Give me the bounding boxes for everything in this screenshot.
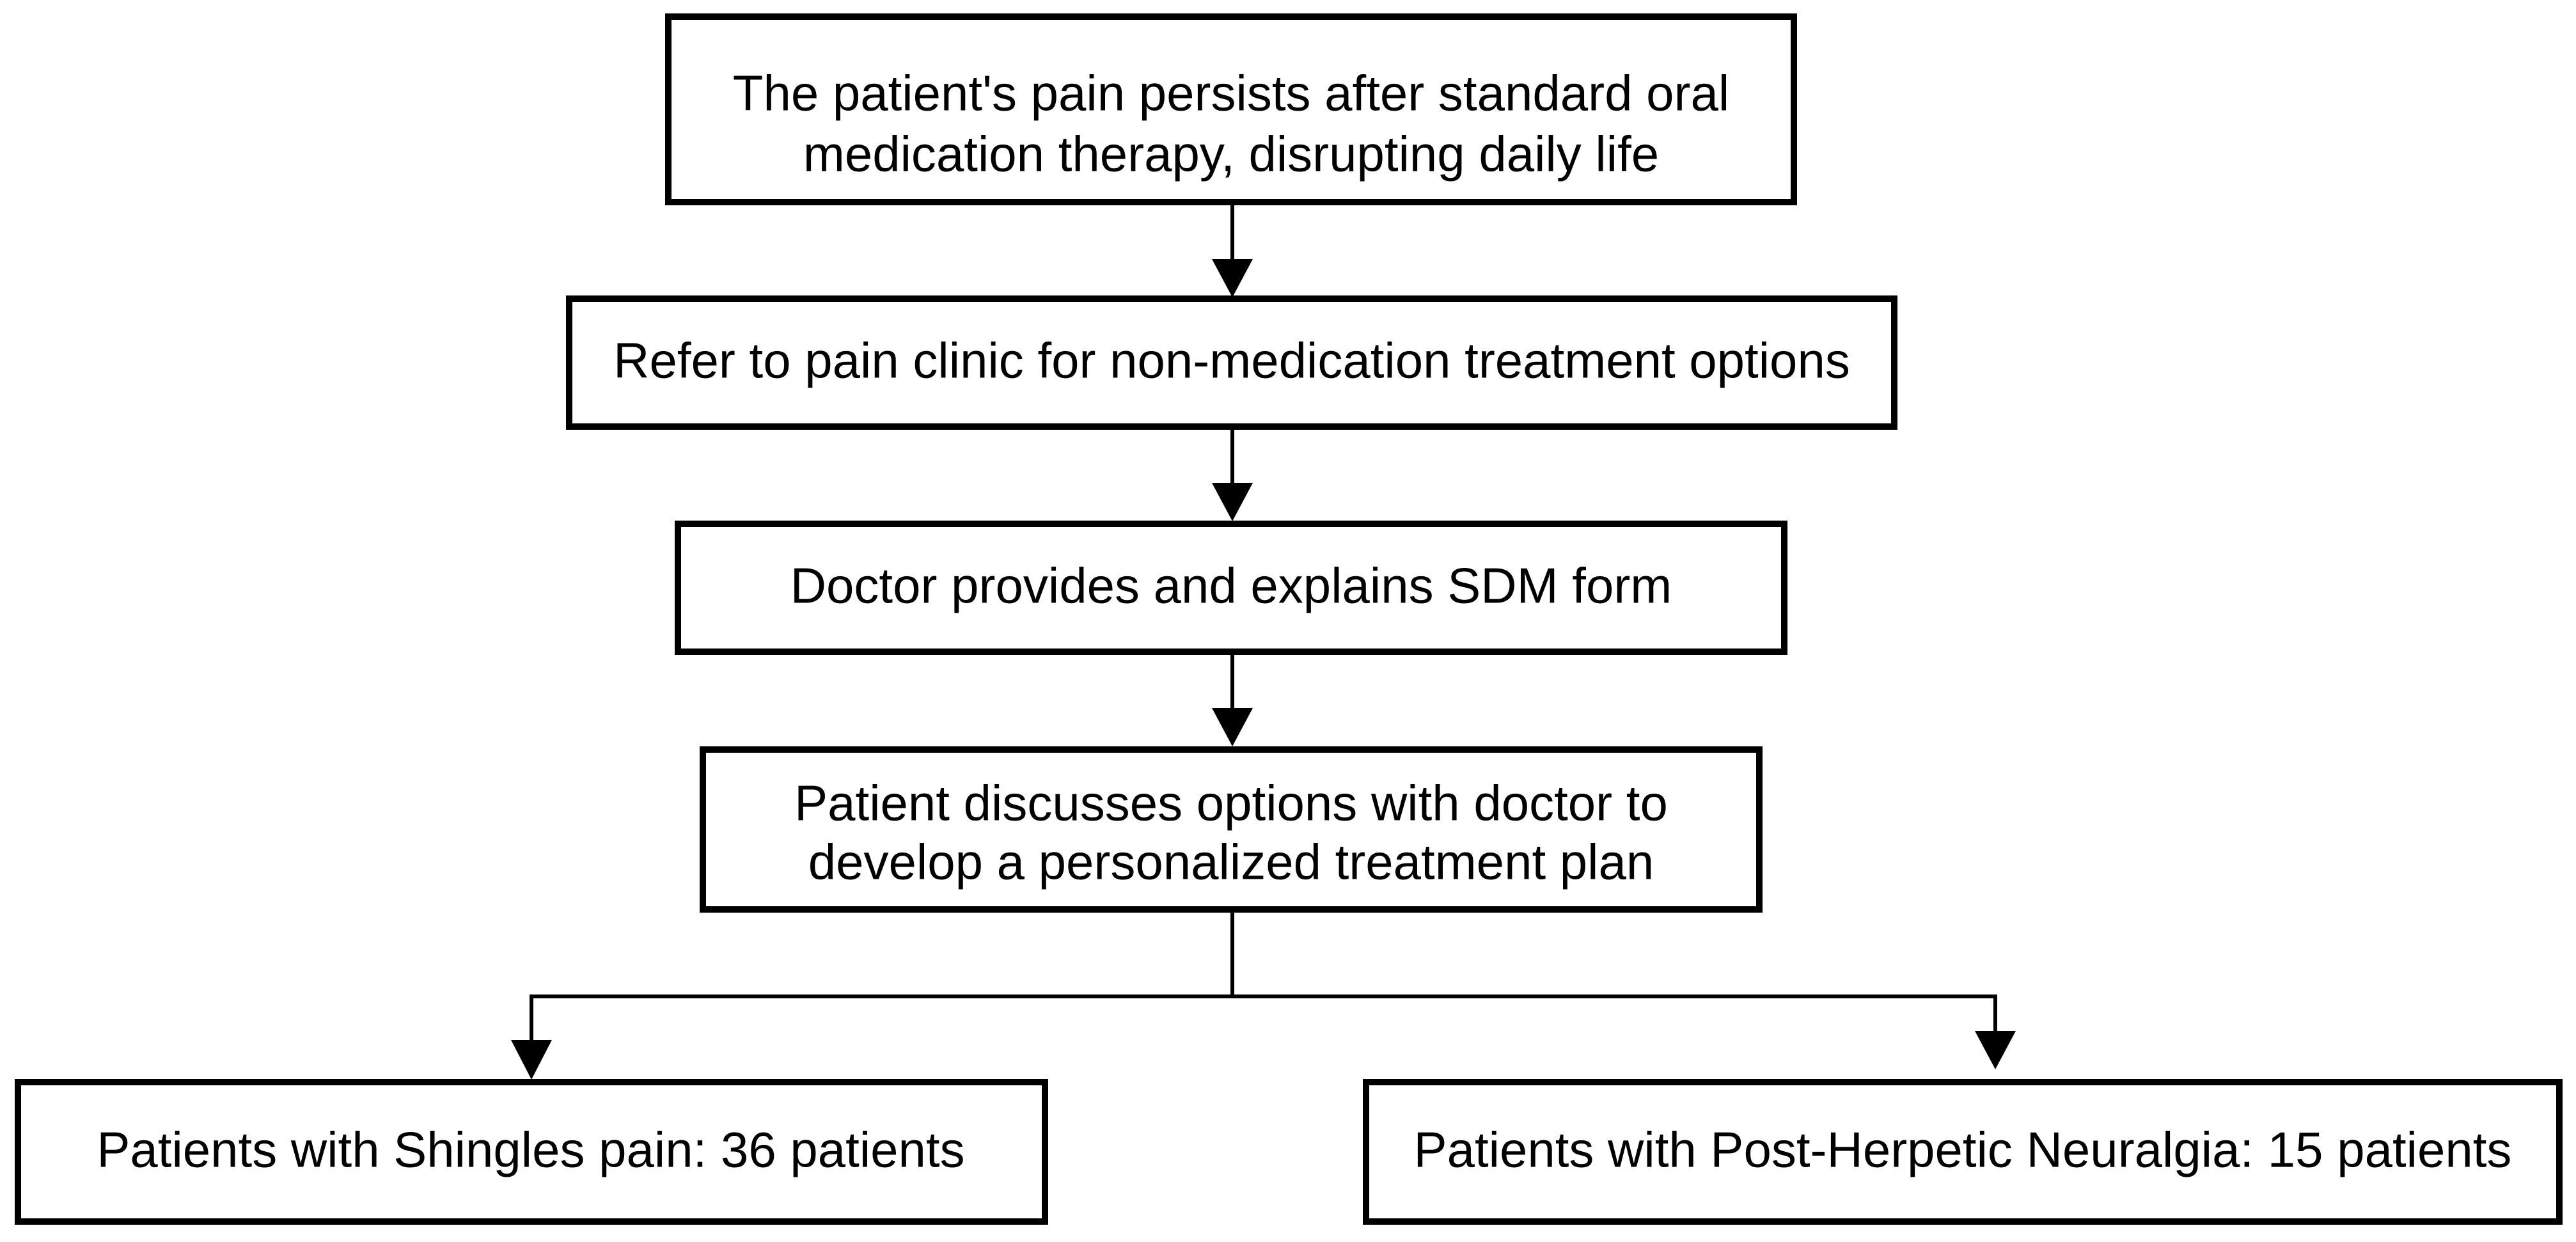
node-post-herpetic-neuralgia-patients-text: Patients with Post-Herpetic Neuralgia: 1…	[1414, 1122, 2512, 1178]
node-pain-persists-line-1: The patient's pain persists after standa…	[733, 65, 1729, 122]
node-shingles-pain-patients-text: Patients with Shingles pain: 36 patients	[97, 1122, 964, 1178]
node-pain-persists-line-2: medication therapy, disrupting daily lif…	[803, 126, 1659, 182]
node-doctor-sdm-form: Doctor provides and explains SDM form	[675, 521, 1787, 655]
arrowhead-icon	[511, 1040, 552, 1080]
node-refer-pain-clinic-text: Refer to pain clinic for non-medication …	[613, 333, 1850, 389]
connector-step2-to-step3	[1212, 428, 1253, 521]
node-refer-pain-clinic: Refer to pain clinic for non-medication …	[566, 295, 1897, 430]
arrowhead-icon	[1212, 708, 1253, 746]
node-patient-discusses-options-line-1: Patient discusses options with doctor to	[794, 775, 1668, 831]
node-patient-discusses-options-line-2: develop a personalized treatment plan	[808, 834, 1654, 890]
arrowhead-icon	[1212, 483, 1253, 521]
node-doctor-sdm-form-text: Doctor provides and explains SDM form	[790, 558, 1672, 614]
node-patient-discusses-options: Patient discusses options with doctor to…	[700, 746, 1763, 913]
node-post-herpetic-neuralgia-patients: Patients with Post-Herpetic Neuralgia: 1…	[1363, 1079, 2563, 1225]
arrowhead-icon	[1212, 259, 1253, 297]
connector-branch-split	[511, 911, 2016, 1080]
connector-step3-to-step4	[1212, 653, 1253, 746]
arrowhead-icon	[1975, 1031, 2016, 1069]
node-shingles-pain-patients: Patients with Shingles pain: 36 patients	[15, 1079, 1048, 1225]
connector-step1-to-step2	[1212, 203, 1253, 297]
node-pain-persists: The patient's pain persists after standa…	[665, 13, 1797, 205]
